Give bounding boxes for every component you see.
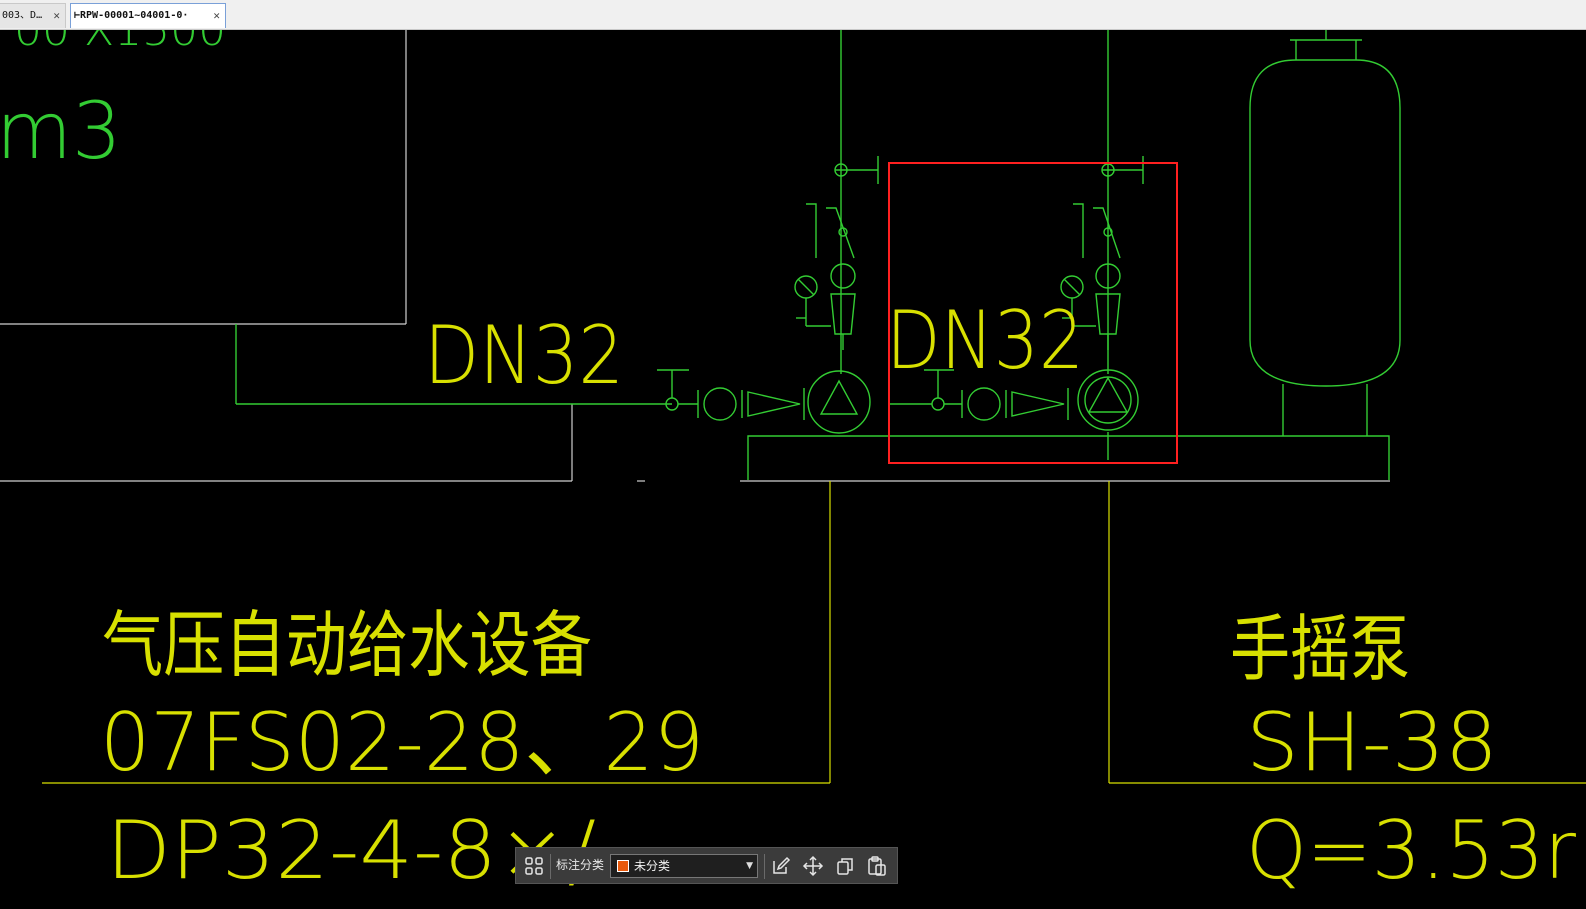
annotation-toolbar: 标注分类 未分类 ▼ — [515, 847, 898, 884]
equipment-model: DP32-4-8×/ — [106, 804, 596, 897]
annotation-leader-lines — [42, 481, 1586, 784]
pipe-label-left: DN32 — [424, 309, 624, 402]
category-color-swatch — [617, 860, 629, 872]
document-tab-bar: 003、D… ✕ ⊢RPW-00001~04001-0· ✕ — [0, 0, 1586, 30]
tab-drawing-1-label: 003、D… — [2, 10, 43, 21]
category-label: 标注分类 — [556, 858, 605, 872]
equipment-code: 07FS02-28、29 — [100, 696, 704, 789]
volume-unit-text: m3 — [0, 87, 122, 177]
top-dimension-text: 00 X1500 — [14, 30, 226, 56]
tab-drawing-2-close-icon[interactable]: ✕ — [213, 9, 220, 22]
toolbar-separator — [550, 854, 551, 879]
edit-icon[interactable] — [770, 855, 792, 877]
hand-pump-flow: Q=3.53r — [1246, 804, 1576, 897]
pipework — [235, 30, 1401, 480]
grid-icon[interactable] — [523, 855, 545, 877]
cad-drawing: 00 X1500 m3 DN32 DN32 气压自动给水设备 07FS02-28… — [0, 30, 1586, 897]
toolbar-separator — [764, 854, 765, 879]
drawing-frame-lines — [0, 30, 1390, 482]
move-icon[interactable] — [802, 855, 824, 877]
pipe-label-right: DN32 — [886, 294, 1084, 387]
highlight-selection-box[interactable] — [888, 162, 1178, 464]
hand-pump-title: 手摇泵 — [1230, 607, 1410, 691]
copy-icon[interactable] — [834, 855, 856, 877]
category-selected-value: 未分类 — [634, 859, 671, 873]
tab-drawing-1[interactable]: 003、D… ✕ — [0, 3, 66, 28]
tab-drawing-2-label: ⊢RPW-00001~04001-0· — [74, 10, 189, 21]
chevron-down-icon[interactable]: ▼ — [746, 861, 753, 871]
equipment-title: 气压自动给水设备 — [102, 603, 592, 687]
tab-drawing-2[interactable]: ⊢RPW-00001~04001-0· ✕ — [70, 3, 226, 28]
tab-drawing-1-close-icon[interactable]: ✕ — [53, 9, 60, 22]
hand-pump-code: SH-38 — [1246, 696, 1498, 789]
category-select[interactable]: 未分类 ▼ — [610, 854, 758, 878]
cad-drawing-canvas[interactable]: 00 X1500 m3 DN32 DN32 气压自动给水设备 07FS02-28… — [0, 30, 1586, 909]
paste-icon[interactable] — [866, 855, 888, 877]
